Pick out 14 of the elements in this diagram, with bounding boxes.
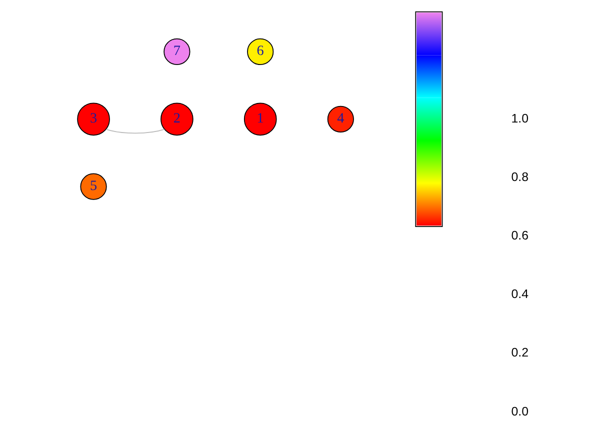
node-circle: 5 [80, 173, 106, 200]
label: 0.8 [510, 170, 528, 184]
label: 0.6 [510, 228, 528, 243]
label: 0.0 [510, 404, 528, 418]
node-circle: 2 [160, 102, 193, 136]
label: 1.0 [510, 111, 528, 126]
node-circle: 3 [76, 102, 110, 136]
node-circle: 4 [326, 106, 354, 132]
label: 0.4 [510, 287, 528, 302]
label: 0.2 [510, 346, 528, 360]
connector [105, 128, 164, 134]
node-circle: 1 [243, 102, 276, 136]
node-circle: 7 [163, 38, 190, 66]
node-circle: 6 [246, 38, 274, 66]
